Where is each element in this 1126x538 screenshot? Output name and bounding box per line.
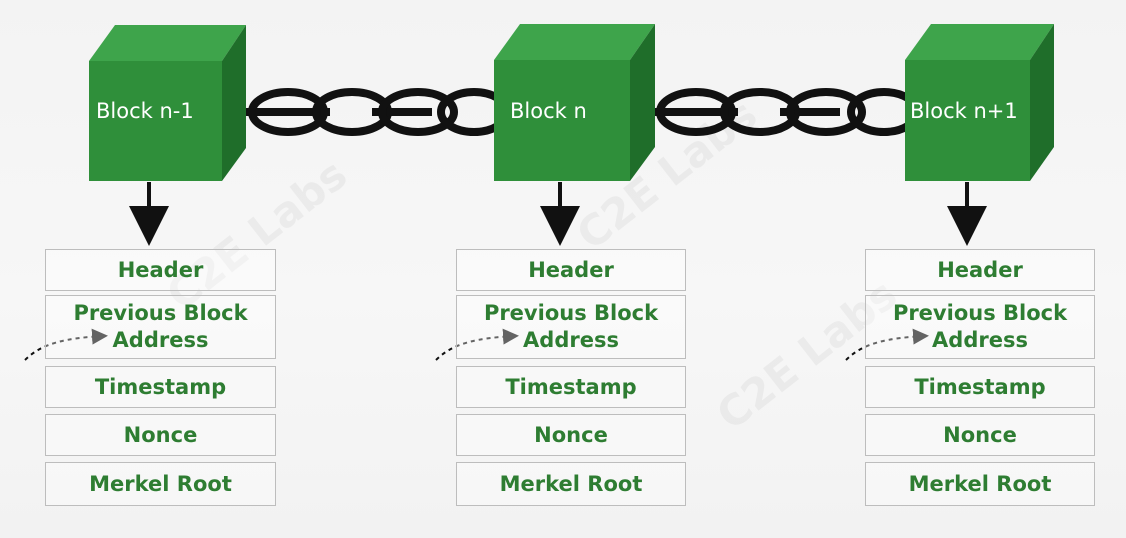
field-merkel-root: Merkel Root (456, 462, 686, 506)
cube-front (905, 60, 1030, 181)
field-nonce: Nonce (865, 414, 1095, 456)
field-timestamp: Timestamp (865, 366, 1095, 408)
chain-link-group-2 (652, 88, 921, 136)
chain-link (378, 88, 458, 136)
cube-top (494, 24, 655, 60)
cube-front (494, 60, 630, 181)
dashed-arrow (435, 328, 519, 361)
block-cube-2 (494, 24, 655, 181)
field-nonce: Nonce (45, 414, 276, 456)
field-header: Header (456, 249, 686, 291)
chain-link-group-1 (244, 88, 511, 136)
field-previous-block-address: Previous Block Address (45, 295, 276, 359)
chain-link (786, 88, 866, 136)
cube-front (89, 61, 222, 181)
block-label-n-plus-1: Block n+1 (910, 99, 1018, 123)
dashed-arrow (845, 328, 929, 361)
field-previous-block-address: Previous Block Address (865, 295, 1095, 359)
cube-side (1030, 24, 1054, 181)
block-label-n-1: Block n-1 (96, 99, 194, 123)
block-cube-1 (89, 25, 246, 181)
cube-side (222, 25, 246, 181)
cube-side (630, 24, 655, 181)
cube-top (89, 25, 246, 61)
field-timestamp: Timestamp (456, 366, 686, 408)
field-header: Header (865, 249, 1095, 291)
field-header: Header (45, 249, 276, 291)
block-label-n: Block n (510, 99, 587, 123)
field-timestamp: Timestamp (45, 366, 276, 408)
block-cube-3 (905, 24, 1054, 181)
cube-top (905, 24, 1054, 60)
field-nonce: Nonce (456, 414, 686, 456)
field-merkel-root: Merkel Root (865, 462, 1095, 506)
field-merkel-root: Merkel Root (45, 462, 276, 506)
field-previous-block-address: Previous Block Address (456, 295, 686, 359)
dashed-arrow (24, 328, 108, 361)
